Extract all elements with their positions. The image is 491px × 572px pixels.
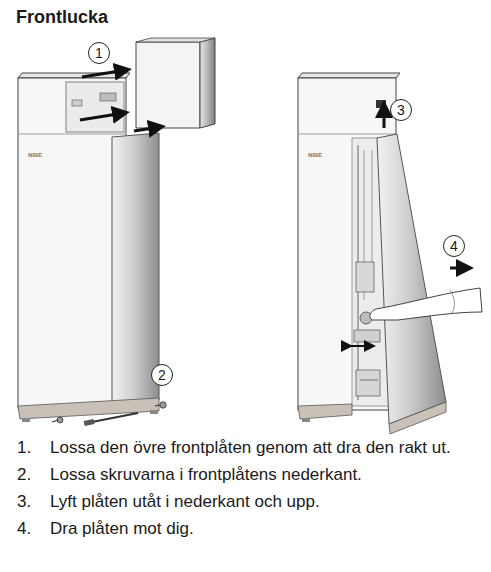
callout-circle: 3 (390, 99, 412, 121)
step-number: 3. (17, 491, 50, 512)
list-item: 3.Lyft plåten utåt i nederkant och upp. (17, 491, 482, 512)
right-unit (298, 73, 482, 434)
step-number: 4. (17, 518, 50, 539)
left-unit (18, 38, 215, 426)
step-text: Lossa skruvarna i frontplåtens nederkant… (50, 464, 475, 485)
step-text: Dra plåten mot dig. (50, 518, 475, 539)
callout-number: 2 (158, 368, 166, 382)
step-number: 1. (17, 437, 50, 458)
instruction-list: 1.Lossa den övre frontplåten genom att d… (17, 437, 482, 545)
callout-number: 3 (397, 103, 405, 117)
brand-logo: NIBE (28, 152, 42, 158)
callout-number: 1 (95, 46, 103, 60)
title: Frontlucka (16, 7, 108, 28)
callout-circle: 1 (88, 42, 110, 64)
list-item: 2.Lossa skruvarna i frontplåtens nederka… (17, 464, 482, 485)
step-number: 2. (17, 464, 50, 485)
brand-logo: NIBE (308, 152, 322, 158)
list-item: 1.Lossa den övre frontplåten genom att d… (17, 437, 482, 458)
step-text: Lyft plåten utåt i nederkant och upp. (50, 491, 475, 512)
step-text: Lossa den övre frontplåten genom att dra… (50, 437, 475, 458)
list-item: 4.Dra plåten mot dig. (17, 518, 482, 539)
callout-circle: 2 (151, 364, 173, 386)
callout-number: 4 (450, 239, 458, 253)
callout-circle: 4 (443, 235, 465, 257)
